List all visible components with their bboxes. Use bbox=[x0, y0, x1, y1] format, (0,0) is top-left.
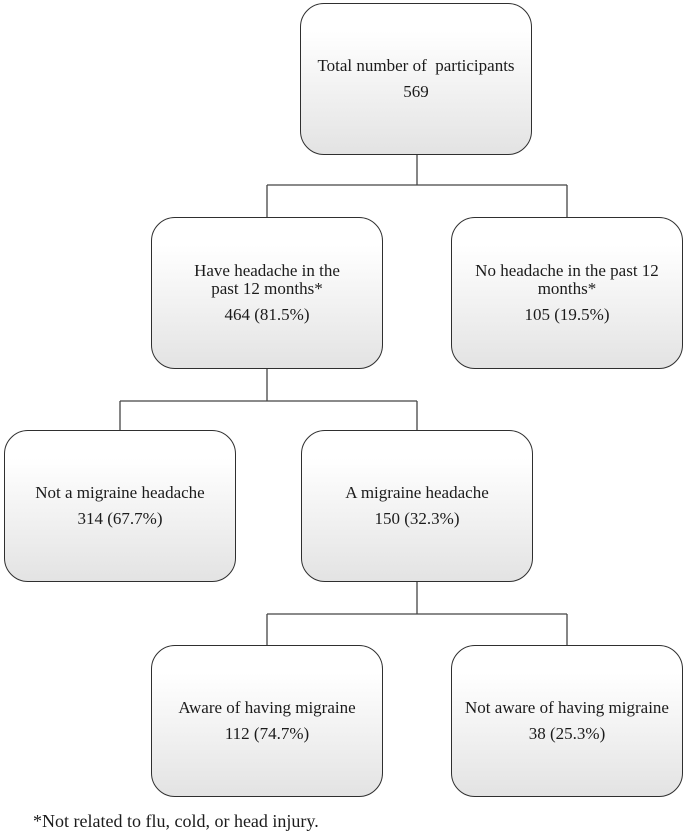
node-label: Not a migraine headache bbox=[35, 483, 205, 502]
node-value: 105 (19.5%) bbox=[524, 305, 610, 324]
node-label: Have headache in the past 12 months* bbox=[194, 261, 340, 298]
node-no-headache: No headache in the past 12 months* 105 (… bbox=[451, 217, 683, 369]
node-not-migraine: Not a migraine headache 314 (67.7%) bbox=[4, 430, 236, 582]
node-value: 38 (25.3%) bbox=[528, 724, 606, 743]
node-label: Total number of participants bbox=[317, 56, 515, 75]
node-migraine: A migraine headache 150 (32.3%) bbox=[301, 430, 533, 582]
node-value: 314 (67.7%) bbox=[77, 509, 163, 528]
node-not-aware-migraine: Not aware of having migraine 38 (25.3%) bbox=[451, 645, 683, 797]
connector-total-to-level2 bbox=[266, 155, 568, 218]
node-value: 112 (74.7%) bbox=[224, 724, 310, 743]
node-label: No headache in the past 12 months* bbox=[475, 261, 659, 298]
node-value: 569 bbox=[403, 82, 429, 101]
node-value: 464 (81.5%) bbox=[224, 305, 310, 324]
node-label: Aware of having migraine bbox=[178, 698, 356, 717]
connector-headache-to-level3 bbox=[119, 369, 418, 431]
node-label: Not aware of having migraine bbox=[465, 698, 669, 717]
node-have-headache: Have headache in the past 12 months* 464… bbox=[151, 217, 383, 369]
node-value: 150 (32.3%) bbox=[374, 509, 460, 528]
node-label: A migraine headache bbox=[345, 483, 489, 502]
connector-migraine-to-level4 bbox=[266, 582, 568, 646]
node-total-participants: Total number of participants 569 bbox=[300, 3, 532, 155]
node-aware-migraine: Aware of having migraine 112 (74.7%) bbox=[151, 645, 383, 797]
footnote: *Not related to flu, cold, or head injur… bbox=[33, 811, 319, 831]
